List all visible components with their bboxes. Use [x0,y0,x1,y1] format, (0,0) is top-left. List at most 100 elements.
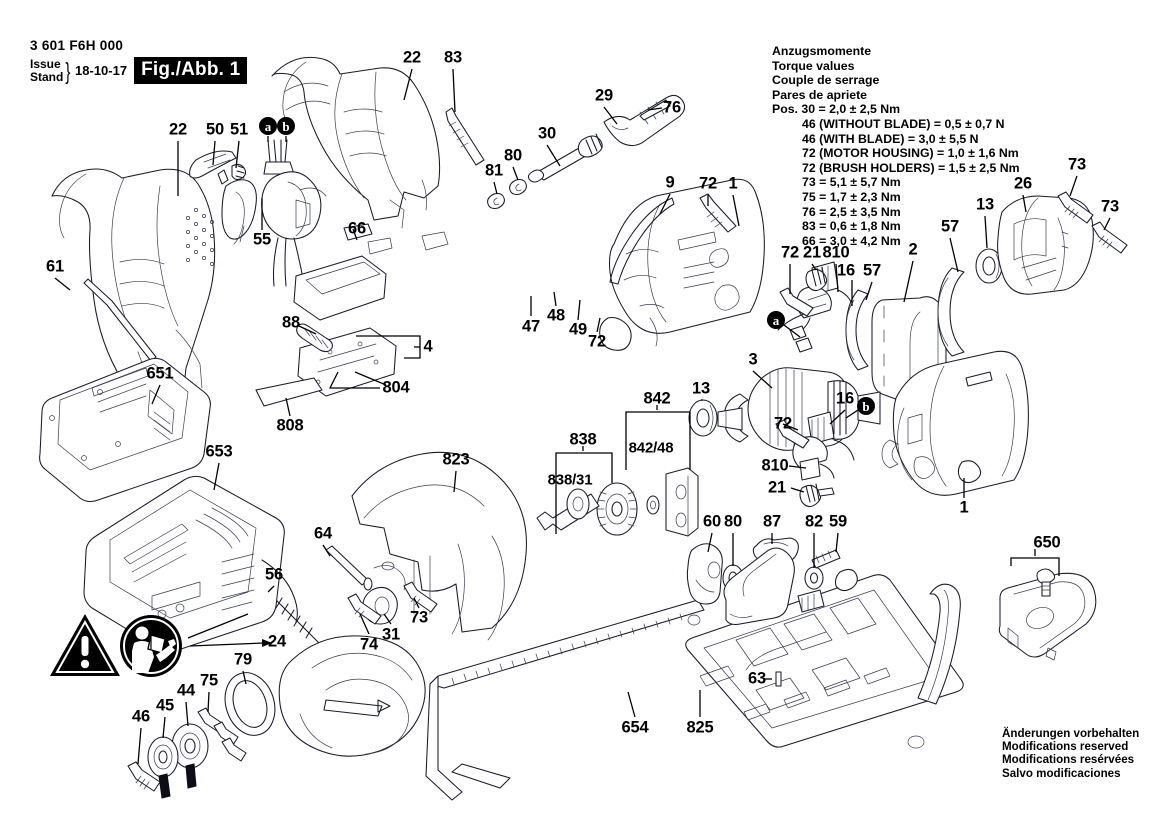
callout-73: 73 [1068,155,1086,174]
disclaimer-en: Modifications reserved [1002,740,1129,754]
part-trigger-assembly [189,150,257,245]
torque-line: 76 = 2,5 ± 3,5 Nm [802,204,901,219]
callout-16: 16 [837,261,855,280]
callout-79: 79 [234,650,252,669]
callout-88: 88 [282,313,300,332]
callout-49: 49 [569,320,587,339]
part-screw-59 [811,549,858,592]
document-number: 3 601 F6H 000 [30,38,124,53]
callout-16: 16 [836,389,854,408]
marker-a: a [767,311,785,329]
part-screw-73-lower [1091,221,1128,254]
callout-72: 72 [774,414,792,433]
part-washer-45 [147,736,179,799]
callout-87: 87 [763,512,781,531]
part-pivot-housing [723,547,825,626]
callout-80: 80 [724,512,742,531]
part-flange-44 [171,723,209,789]
callout-804: 804 [382,378,410,397]
part-motor-housing-1 [881,350,1029,496]
part-screw-72-top [699,193,737,233]
warning-triangle-icon [50,614,120,676]
part-bearing-13-right [975,248,1003,284]
part-hex-key-61 [83,278,157,362]
issue-label-de: Stand [30,69,64,84]
callout-22: 22 [169,120,187,139]
callout-57: 57 [941,217,959,236]
marker-b: b [277,117,295,135]
callout-45: 45 [156,696,174,715]
callout-26: 26 [1014,174,1032,193]
callout-44: 44 [177,681,195,700]
torque-line: 66 = 3,0 ± 4,2 Nm [802,233,901,248]
callout-31: 31 [382,625,400,644]
callout-57: 57 [863,261,881,280]
callout-651: 651 [146,364,174,383]
torque-line: 46 (WITH BLADE) = 3,0 ± 5,5 N [802,131,979,146]
part-washer-82 [804,566,824,590]
callout-3: 3 [748,350,758,369]
part-screw-46 [127,761,161,792]
part-ring-57a [845,289,869,371]
disclaimer-fr: Modifications resérvées [1002,753,1135,767]
issue-date: 18-10-17 [75,63,128,78]
callout-21: 21 [768,478,786,497]
part-armature-3 [717,367,881,451]
part-ring-57b [937,267,965,357]
callout-80: 80 [504,146,522,165]
callout-59: 59 [829,512,847,531]
torque-line: 72 (MOTOR HOUSING) = 1,0 ± 1,6 Nm [802,146,1019,161]
callout-9: 9 [665,173,675,192]
callout-654: 654 [621,718,649,737]
torque-title-es: Pares de apriete [772,87,868,102]
callout-81: 81 [485,161,503,180]
torque-line: 75 = 1,7 ± 2,3 Nm [802,189,901,204]
callout-73: 73 [1101,197,1119,216]
torque-line: 46 (WITHOUT BLADE) = 0,5 ± 0,7 N [802,116,1005,131]
callout-24: 24 [268,632,286,651]
torque-title-de: Anzugsmomente [772,44,872,58]
torque-line: 83 = 0,6 ± 1,8 Nm [802,219,901,234]
issue-labels: Issue Stand [30,58,63,83]
part-screw-73-guard [403,581,438,613]
part-washer-79 [224,672,276,736]
part-bearing-13-left [688,399,718,437]
callout-72: 72 [781,243,799,262]
disclaimer-de: Änderungen vorbehalten [1002,727,1140,740]
header-block: 3 601 F6H 000 Issue Stand } 18-10-17 Fig… [30,38,280,84]
callout-842-48: 842/48 [628,439,674,457]
torque-line: 72 (BRUSH HOLDERS) = 1,5 ± 2,5 Nm [802,160,1020,175]
disclaimer-es: Salvo modificaciones [1002,766,1121,780]
callout-66: 66 [348,219,366,238]
callout-64: 64 [314,524,332,543]
torque-line: 73 = 5,1 ± 5,7 Nm [802,175,901,190]
torque-line: Pos. 30 = 2,0 ± 2,5 Nm [772,102,901,117]
torque-title-fr: Couple de serrage [772,73,880,88]
callout-650: 650 [1033,533,1061,552]
part-pin-63 [775,671,782,687]
callout-22: 22 [403,48,421,67]
read-manual-icon [120,615,182,677]
part-housing-left [51,168,216,421]
part-knob-87 [752,537,799,591]
callout-76: 76 [663,98,681,117]
part-screws-75 [197,707,247,762]
callout-74: 74 [360,635,378,654]
part-shaft-64 [325,545,373,591]
part-screw-83 [445,107,485,166]
part-switch-module [261,139,327,287]
callout-72: 72 [588,332,606,351]
callout-56: 56 [265,565,283,584]
part-lower-guard-823 [351,451,527,641]
marker-b: b [857,397,875,415]
callout-653: 653 [205,442,233,461]
callout-838: 838 [569,430,597,449]
part-gear-housing [599,178,765,351]
callout-808: 808 [276,416,304,435]
callout-823: 823 [442,450,470,469]
part-screw-74 [347,593,382,625]
part-bolt-838-31 [536,488,600,531]
part-gear-838 [596,467,699,537]
part-bush-31 [362,586,398,625]
